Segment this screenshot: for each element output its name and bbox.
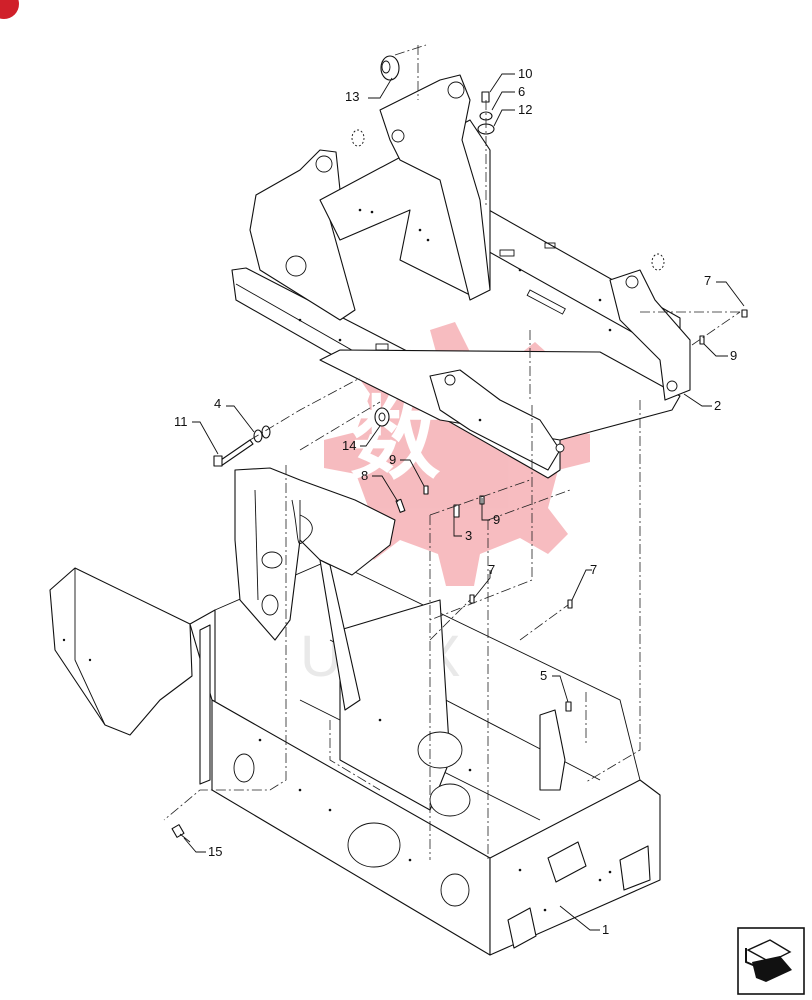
washer-14 [374,407,390,427]
callout-9-lower: 9 [493,512,500,527]
callout-6: 6 [518,84,525,99]
bushing-13 [380,55,400,81]
callout-10: 10 [518,66,532,81]
callout-15: 15 [208,844,222,859]
pins-7 [469,309,748,712]
callout-2: 2 [714,398,721,413]
callout-14: 14 [342,438,356,453]
callout-13: 13 [345,89,359,104]
callout-7-right: 7 [590,562,597,577]
callout-8: 8 [361,468,368,483]
upper-loader-frame [231,74,691,479]
callout-3: 3 [465,528,472,543]
callout-1: 1 [602,922,609,937]
callout-labels: 13 10 6 12 7 9 2 4 11 14 8 9 3 9 7 7 5 1… [174,66,737,937]
callout-7-mid: 7 [488,562,495,577]
callout-9-right: 9 [730,348,737,363]
callout-12: 12 [518,102,532,117]
callout-11: 11 [174,414,188,429]
lower-main-frame [49,467,661,956]
bolt-11-washer-4 [213,425,271,467]
corner-badge-icon [0,0,19,19]
callout-5: 5 [540,668,547,683]
bolt-15 [171,824,191,843]
bushing-left-ghost [351,129,365,147]
callout-9-mid: 9 [389,452,396,467]
bushing-right-ghost [651,253,665,271]
callout-7-top: 7 [704,273,711,288]
assembly-lines [163,44,741,860]
callout-leaders [183,73,745,931]
callout-4: 4 [214,396,221,411]
navigation-arrow-icon[interactable] [737,927,805,995]
